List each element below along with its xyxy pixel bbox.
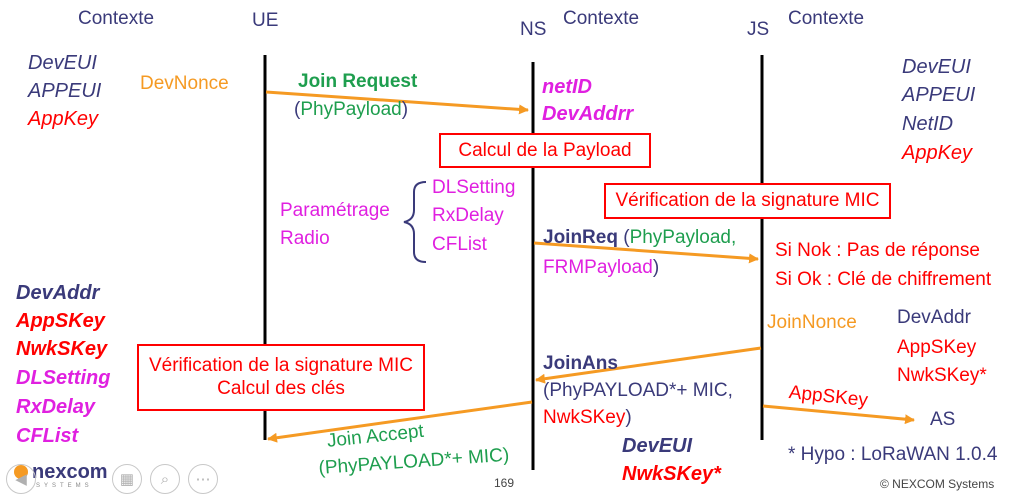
js-header: JS xyxy=(747,19,770,40)
ue-context-deveui: DevEUI xyxy=(28,52,97,74)
parametrage-label: Paramétrage xyxy=(280,200,390,221)
join-request-arrow xyxy=(265,90,529,115)
ue-key-nwkskey: NwkSKey xyxy=(16,338,108,360)
appskey-arrow xyxy=(762,404,915,425)
joinans-title: JoinAns xyxy=(543,353,618,374)
ue-key-rxdelay: RxDelay xyxy=(16,396,95,418)
ue-key-appskey: AppSKey xyxy=(16,310,105,332)
js-key-appskey: AppSKey xyxy=(897,337,977,358)
ns-context-netid: netID xyxy=(542,76,592,98)
js-context-appkey: AppKey xyxy=(902,142,973,164)
ue-context-appkey: AppKey xyxy=(28,108,99,130)
joinans-arrow xyxy=(535,346,762,384)
ns-context-devaddr: DevAddrr xyxy=(542,103,634,125)
as-label: AS xyxy=(930,409,956,430)
ue-header: UE xyxy=(252,10,279,31)
ns-bottom-deveui: DevEUI xyxy=(622,435,693,457)
ns-context-header: Contexte xyxy=(563,8,640,29)
page-number: 169 xyxy=(494,476,515,490)
joinnonce-label: JoinNonce xyxy=(767,312,857,333)
js-key-devaddr: DevAddr xyxy=(897,307,971,328)
prev-slide-icon[interactable]: ◀ xyxy=(6,464,36,494)
joinans-nwkskey: NwkSKey) xyxy=(543,407,632,428)
joinreq-label: JoinReq (PhyPayload, xyxy=(543,227,737,248)
join-request-title: Join Request xyxy=(298,71,418,92)
param-dlsetting: DLSetting xyxy=(432,177,516,198)
calcul-payload-box: Calcul de la Payload xyxy=(439,133,651,168)
joinreq-frmpayload: FRMPayload) xyxy=(543,257,660,278)
js-context-header: Contexte xyxy=(788,8,865,29)
si-nok-text: Si Nok : Pas de réponse xyxy=(775,240,980,261)
radio-label: Radio xyxy=(280,228,330,249)
join-accept-arrow xyxy=(267,400,533,443)
slides-grid-icon[interactable]: ▦ xyxy=(112,464,142,494)
mic-verification-box: Vérification de la signature MIC xyxy=(604,183,891,219)
js-context-appeui: APPEUI xyxy=(902,84,976,106)
ue-context-header: Contexte xyxy=(78,8,155,29)
js-key-nwkskey: NwkSKey* xyxy=(897,365,987,386)
curly-brace-icon xyxy=(403,181,427,263)
more-options-icon[interactable]: ⋯ xyxy=(188,464,218,494)
ns-header: NS xyxy=(520,19,547,40)
join-request-payload: (PhyPayload) xyxy=(294,99,409,120)
js-context-netid: NetID xyxy=(902,113,954,135)
ns-bottom-nwkskey: NwkSKey* xyxy=(622,463,721,485)
hypo-note: * Hypo : LoRaWAN 1.0.4 xyxy=(788,444,998,465)
js-context-deveui: DevEUI xyxy=(902,56,971,78)
joinans-payload: (PhyPAYLOAD*+ MIC, xyxy=(543,380,733,401)
ue-key-devaddr: DevAddr xyxy=(16,282,100,304)
devnonce-label: DevNonce xyxy=(140,73,229,94)
ue-key-cflist: CFList xyxy=(16,425,79,447)
ue-key-dlsetting: DLSetting xyxy=(16,367,111,389)
copyright: © NEXCOM Systems xyxy=(880,477,995,491)
zoom-icon[interactable]: ⌕ xyxy=(150,464,180,494)
joinreq-arrow xyxy=(533,241,759,264)
param-cflist: CFList xyxy=(432,234,487,255)
param-rxdelay: RxDelay xyxy=(432,205,504,226)
ue-verification-box: Vérification de la signature MIC Calcul … xyxy=(137,344,425,411)
ue-context-appeui: APPEUI xyxy=(28,80,102,102)
si-ok-text: Si Ok : Clé de chiffrement xyxy=(775,269,992,290)
